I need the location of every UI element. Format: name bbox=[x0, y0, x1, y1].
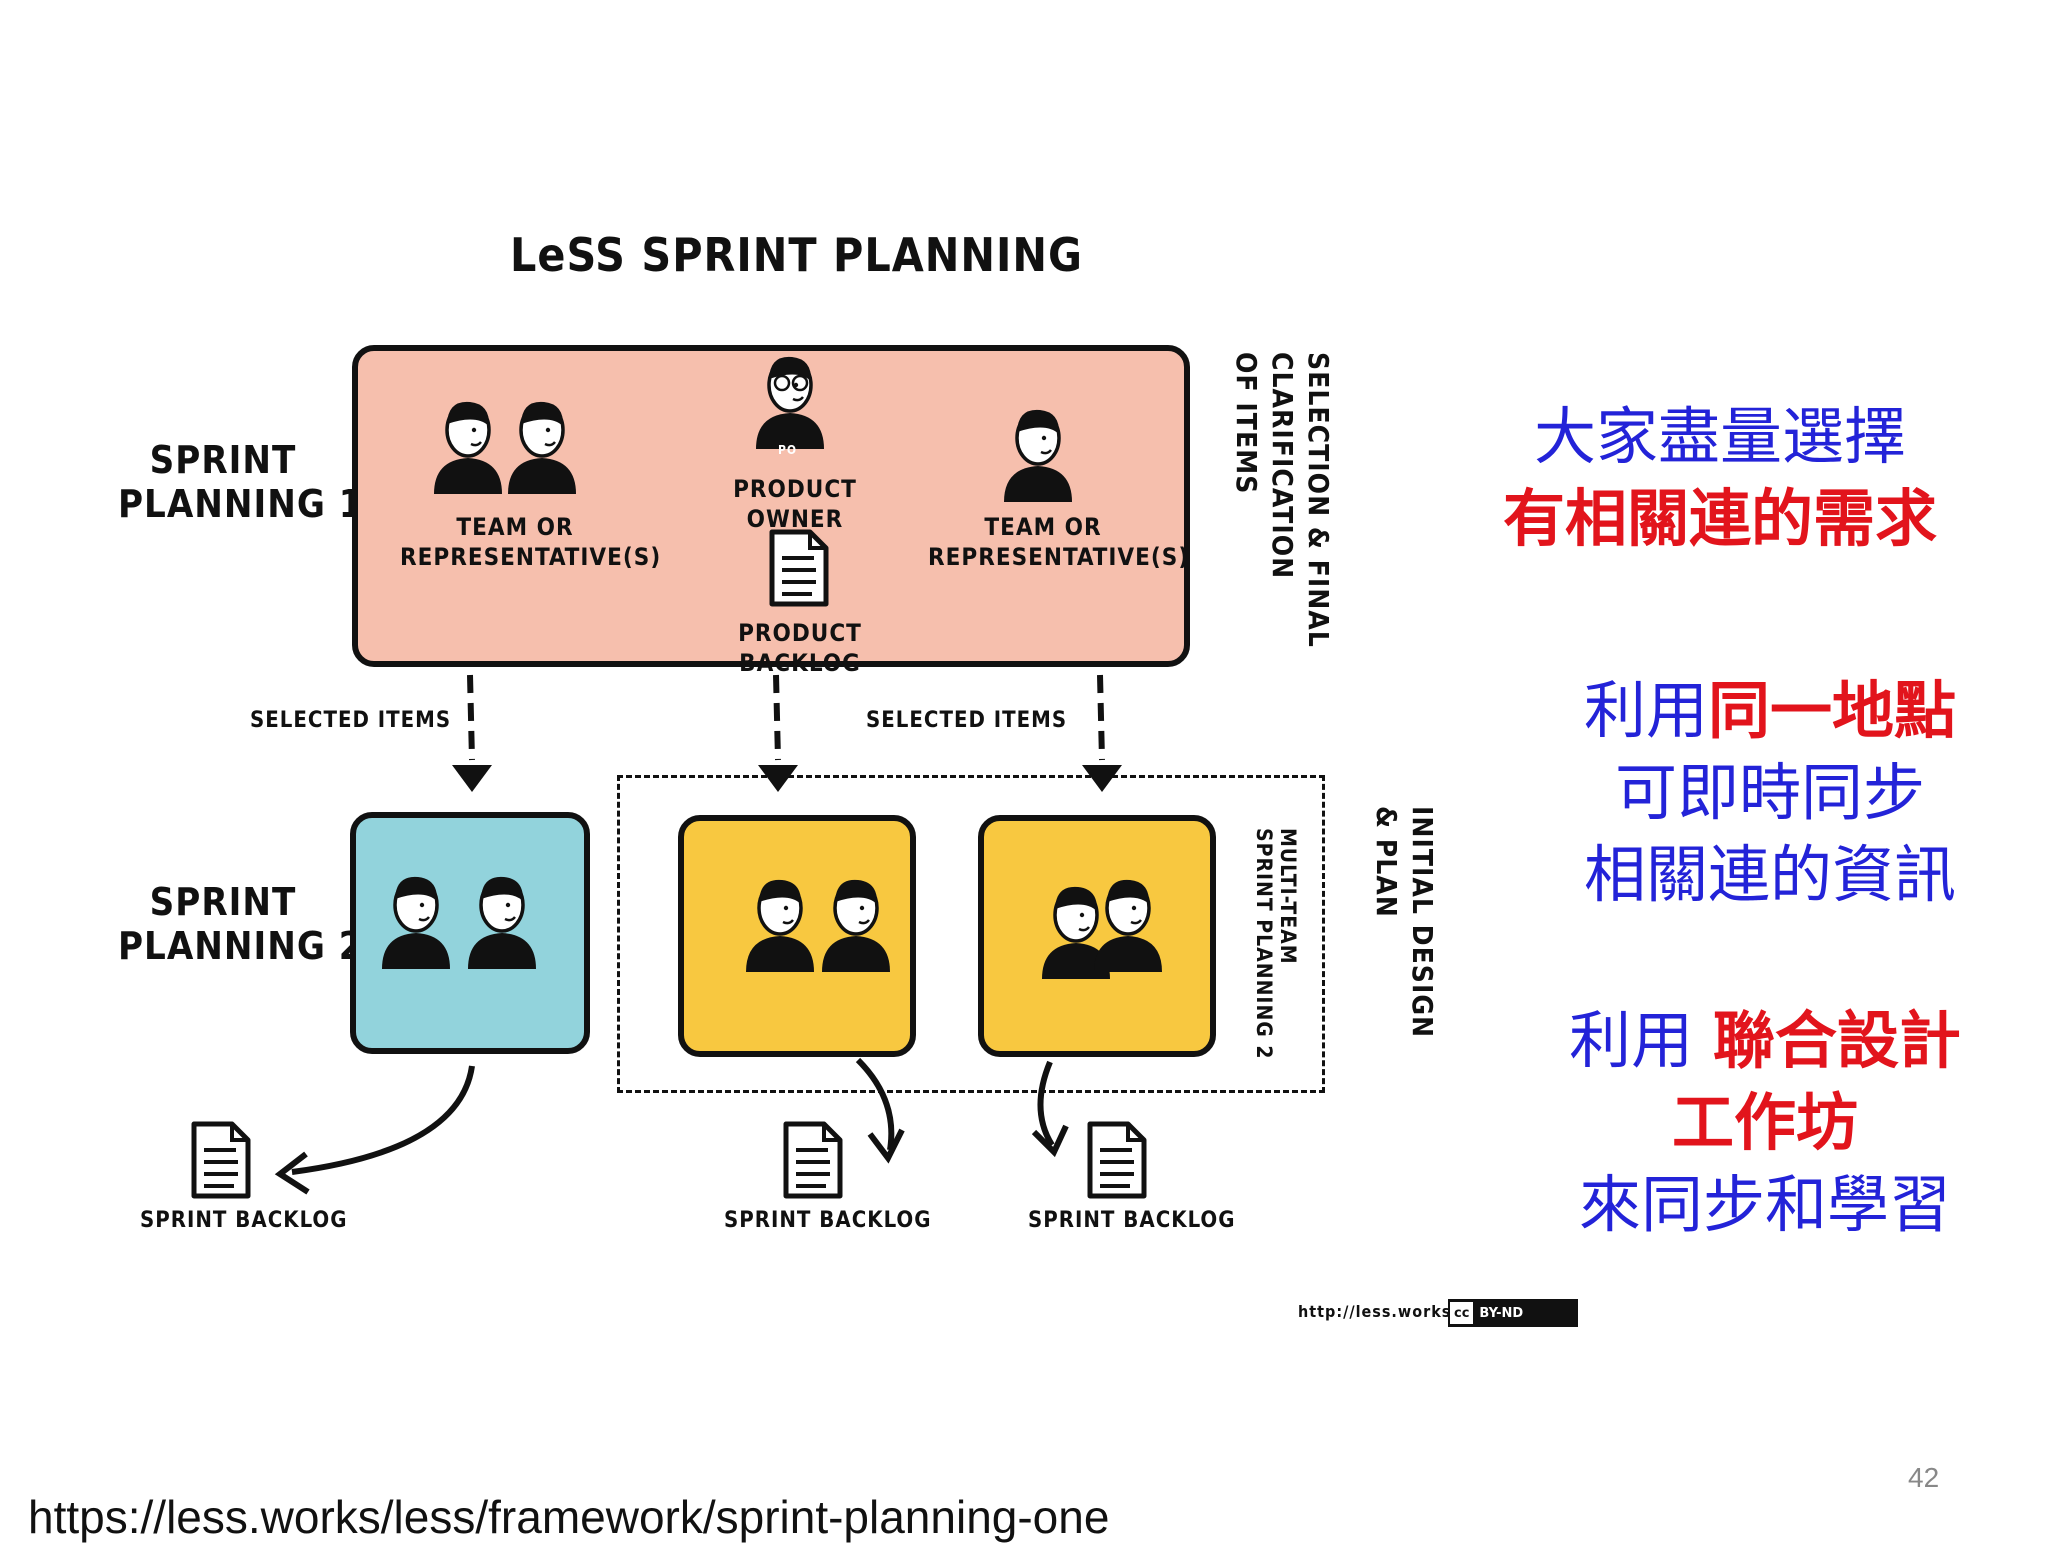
product-backlog-doc-icon bbox=[772, 532, 826, 604]
arrowhead bbox=[758, 765, 798, 792]
arrowhead bbox=[1031, 1124, 1069, 1158]
arrowhead bbox=[452, 765, 492, 792]
license-badge: cc BY-ND bbox=[1448, 1299, 1578, 1327]
sprint-backlog-doc-icon bbox=[1090, 1124, 1144, 1196]
initial-design-label: INITIAL DESIGN & PLAN bbox=[1370, 806, 1439, 1039]
arrow-down-icon bbox=[1097, 674, 1105, 761]
product-owner-person-icon bbox=[754, 355, 826, 451]
note-2-line-3: 相關連的資訊 bbox=[1583, 838, 1956, 911]
person-icon bbox=[744, 878, 816, 974]
person-icon bbox=[820, 878, 892, 974]
person-icon bbox=[506, 400, 578, 496]
cc-icon: cc bbox=[1450, 1302, 1474, 1324]
note-1-line-2: 有相關連的需求 bbox=[1502, 482, 1937, 555]
sprint-backlog-label: SPRINT BACKLOG bbox=[140, 1208, 348, 1233]
po-badge: PO bbox=[778, 443, 798, 457]
team-right-label: TEAM OR REPRESENTATIVE(S) bbox=[928, 513, 1190, 571]
arrowhead bbox=[867, 1128, 905, 1164]
diagram-title: LeSS SPRINT PLANNING bbox=[510, 228, 1084, 282]
curved-arrow-icon bbox=[1037, 1060, 1055, 1147]
person-icon bbox=[1092, 878, 1164, 974]
note-3-highlight: 聯合設計 bbox=[1712, 1004, 1961, 1077]
page-number: 42 bbox=[1908, 1462, 1940, 1493]
sprint-backlog-doc-icon bbox=[786, 1124, 840, 1196]
credit-url: http://less.works bbox=[1298, 1302, 1452, 1321]
sprint-backlog-label: SPRINT BACKLOG bbox=[1028, 1208, 1236, 1233]
person-icon bbox=[1002, 408, 1074, 504]
arrow-down-icon bbox=[467, 674, 475, 761]
multi-team-box-1 bbox=[678, 815, 916, 1057]
note-1-line-1: 大家盡量選擇 bbox=[1533, 400, 1906, 473]
curved-arrow-icon bbox=[855, 1057, 895, 1151]
selection-clarification-label: SELECTION & FINAL CLARIFICATION OF ITEMS bbox=[1230, 352, 1335, 648]
license-text: BY-ND bbox=[1479, 1305, 1524, 1321]
person-icon bbox=[432, 400, 504, 496]
note-3-line-3: 來同步和學習 bbox=[1578, 1168, 1951, 1241]
note-2-prefix: 利用 bbox=[1583, 674, 1708, 747]
note-2-line-2: 可即時同步 bbox=[1614, 756, 1925, 829]
team-left-label: TEAM OR REPRESENTATIVE(S) bbox=[400, 513, 662, 571]
note-3-line-1: 利用 聯合設計 bbox=[1515, 1000, 2015, 1082]
note-2-highlight: 同一地點 bbox=[1708, 674, 1957, 747]
arrow-down-icon bbox=[773, 674, 781, 761]
multi-team-label: MULTI-TEAM SPRINT PLANNING 2 bbox=[1252, 828, 1300, 1060]
person-icon bbox=[380, 875, 452, 971]
source-url[interactable]: https://less.works/less/framework/sprint… bbox=[28, 1491, 1110, 1543]
curved-arrow-icon bbox=[291, 1065, 475, 1175]
product-owner-label: PRODUCT OWNER bbox=[733, 475, 857, 533]
note-2-line-1: 利用同一地點 bbox=[1520, 670, 2020, 752]
product-backlog-label: PRODUCT BACKLOG bbox=[738, 619, 862, 677]
multi-team-group-border bbox=[617, 775, 1325, 1093]
note-3-prefix: 利用 bbox=[1569, 1004, 1713, 1077]
multi-team-box-2 bbox=[978, 815, 1216, 1057]
note-3-line-2: 工作坊 bbox=[1671, 1086, 1858, 1159]
selected-items-right-label: SELECTED ITEMS bbox=[866, 708, 1068, 733]
sprint-backlog-label: SPRINT BACKLOG bbox=[724, 1208, 932, 1233]
sprint-backlog-doc-icon bbox=[194, 1124, 248, 1196]
arrowhead bbox=[1082, 765, 1122, 792]
person-icon bbox=[466, 875, 538, 971]
sprint-planning-2-box bbox=[350, 812, 590, 1054]
selected-items-left-label: SELECTED ITEMS bbox=[250, 708, 452, 733]
arrowhead bbox=[274, 1151, 310, 1195]
